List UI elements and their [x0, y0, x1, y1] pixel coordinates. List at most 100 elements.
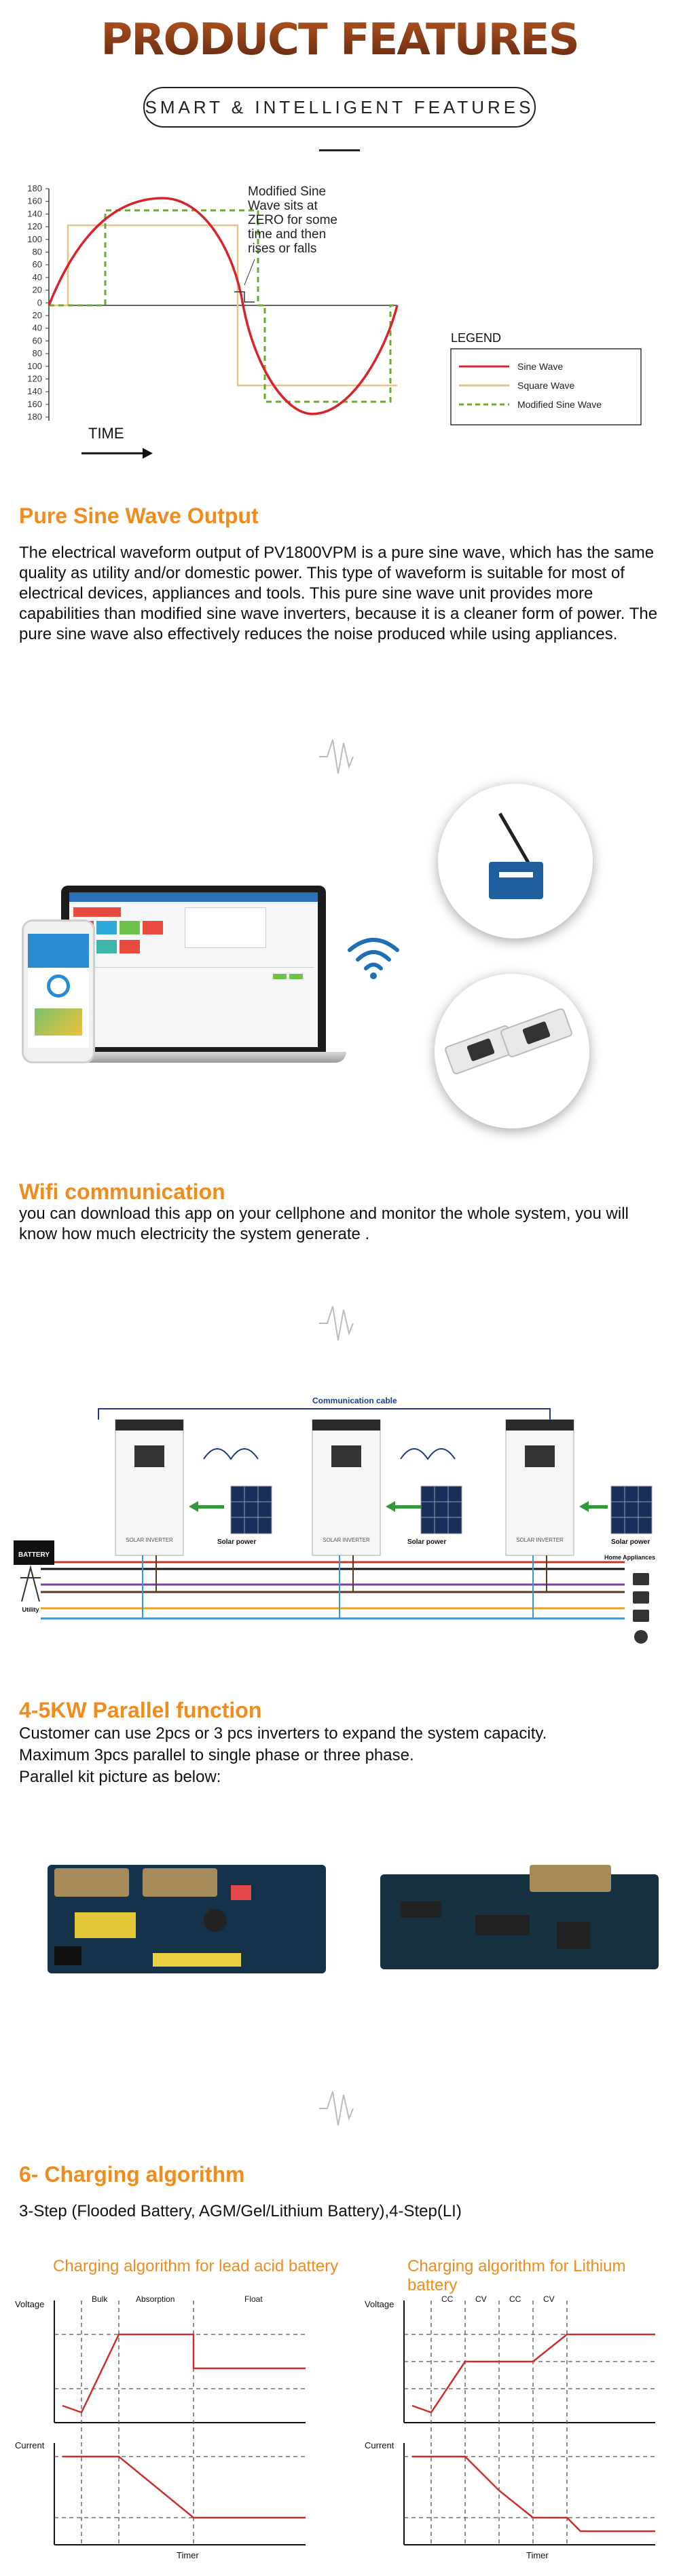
svg-text:Timer: Timer [526, 2550, 549, 2560]
annotation-line: time and then [248, 227, 326, 242]
home-appliance-icons [633, 1573, 649, 1644]
svg-text:SOLAR INVERTER: SOLAR INVERTER [516, 1537, 564, 1543]
svg-text:Solar power: Solar power [407, 1538, 446, 1546]
wifi-module-card [438, 784, 593, 939]
header-connector [54, 1946, 81, 1965]
solar-flow-arrows [189, 1501, 608, 1512]
y-tick-label: 80 [33, 348, 42, 358]
svg-text:Timer: Timer [177, 2550, 199, 2560]
laptop-base [41, 1052, 346, 1063]
section-divider-2 [81, 1306, 598, 1341]
svg-text:Utility: Utility [22, 1606, 39, 1613]
charging-section-body: 3-Step (Flooded Battery, AGM/Gel/Lithium… [19, 2202, 462, 2220]
sine-wave-line [48, 197, 399, 415]
wifi-module-box [489, 862, 543, 899]
communication-cable [98, 1408, 551, 1420]
svg-text:SOLAR INVERTER: SOLAR INVERTER [126, 1537, 173, 1543]
parallel-section-line-2: Maximum 3pcs parallel to single phase or… [19, 1746, 414, 1764]
charging-section-heading: 6- Charging algorithm [19, 2162, 245, 2186]
section-divider-1 [81, 739, 598, 774]
inverter-2: SOLAR INVERTER [312, 1419, 381, 1556]
annotation-pointer [244, 259, 255, 286]
parallel-section-line-3: Parallel kit picture as below: [19, 1768, 221, 1786]
parallel-diagram: Communication cable SOLAR INVERTER SOLAR… [14, 1396, 655, 1644]
lithium-current-curve [412, 2455, 655, 2533]
y-tick-label: 20 [33, 285, 42, 295]
annotation-line: ZERO for some [248, 213, 337, 227]
y-tick-label: 80 [33, 247, 42, 257]
y-tick-label: 60 [33, 335, 42, 345]
lead-acid-voltage-curve [62, 2333, 306, 2414]
legend-label: Square Wave [517, 380, 575, 391]
annotation-line: Modified Sine [248, 185, 326, 199]
subtitle-badge: SMART & INTELLIGENT FEATURES [143, 87, 536, 128]
db-connector-2 [143, 1868, 217, 1897]
time-axis-label: TIME [88, 425, 124, 442]
antenna-icon [498, 812, 530, 865]
title-divider [319, 149, 360, 151]
lead-acid-current-curve [62, 2455, 306, 2519]
label-sticker [75, 1912, 136, 1938]
legend-box [450, 348, 642, 425]
svg-text:Absorption: Absorption [136, 2294, 175, 2304]
utility-tower-icon: Utility [20, 1565, 41, 1613]
y-tick-label: 20 [33, 310, 42, 320]
y-tick-label: 40 [33, 272, 42, 282]
lead-acid-charging-chart: Voltage Current Timer Bulk Absorption Fl… [15, 2294, 306, 2560]
legend-label: Sine Wave [517, 361, 563, 372]
solar-panel-2: Solar power [407, 1485, 462, 1546]
section-divider-3 [81, 2091, 598, 2126]
legend-title: LEGEND [451, 331, 501, 345]
serial-sticker [153, 1953, 241, 1967]
svg-text:Current: Current [365, 2440, 394, 2450]
y-tick-label: 140 [27, 208, 42, 219]
time-arrowhead-icon [143, 448, 153, 459]
db-connector-3 [530, 1865, 611, 1892]
phone-image [22, 920, 95, 1063]
lithium-voltage-curve [411, 2333, 655, 2414]
y-tick-label: 140 [27, 386, 42, 396]
communication-cable-label: Communication cable [312, 1396, 397, 1405]
power-bus-lines [41, 1555, 625, 1620]
modified-sine-wave-line [49, 209, 397, 403]
page-title: PRODUCT FEATURES [0, 15, 679, 65]
y-tick-label: 120 [27, 221, 42, 231]
lithium-charging-chart: Voltage Current Timer CC CV CC CV [365, 2294, 655, 2560]
wifi-icon [348, 938, 399, 979]
y-tick-label: 0 [37, 297, 42, 307]
parallel-cable-2 [400, 1448, 456, 1460]
svg-text:BATTERY: BATTERY [18, 1551, 50, 1559]
waveform-diagram: 1801601401201008060402002040608010012014… [27, 183, 642, 459]
y-tick-label: 160 [27, 399, 42, 409]
app-topbar [69, 892, 318, 902]
parallel-kit-board-1 [48, 1865, 326, 1973]
phone-screen [28, 934, 89, 1048]
svg-text:CV: CV [543, 2294, 555, 2304]
battery-icon: BATTERY [14, 1540, 54, 1565]
inverter-1: SOLAR INVERTER [115, 1419, 184, 1556]
annotation-line: rises or falls [248, 242, 316, 256]
svg-text:CV: CV [475, 2294, 487, 2304]
svg-text:Solar power: Solar power [611, 1538, 650, 1546]
y-tick-label: 180 [27, 412, 42, 422]
annotation-marker [234, 291, 255, 303]
usb-dongle-card [435, 974, 589, 1129]
svg-text:Current: Current [15, 2440, 45, 2450]
sine-section-body: The electrical waveform output of PV1800… [19, 544, 658, 643]
laptop-image [61, 886, 326, 1052]
svg-text:Float: Float [244, 2294, 263, 2304]
y-tick-label: 120 [27, 374, 42, 384]
usb-dongle-2 [499, 1007, 574, 1059]
parallel-kit-board-2 [380, 1865, 659, 1969]
y-tick-label: 160 [27, 196, 42, 206]
y-tick-label: 100 [27, 234, 42, 244]
svg-text:Solar power: Solar power [217, 1538, 256, 1546]
inverter-3: SOLAR INVERTER [505, 1419, 574, 1556]
svg-text:CC: CC [441, 2294, 454, 2304]
wifi-section-heading: Wifi communication [19, 1179, 225, 1204]
annotation-line: Wave sits at [248, 199, 318, 213]
svg-text:Voltage: Voltage [15, 2299, 44, 2309]
wifi-section-body: you can download this app on your cellph… [19, 1205, 629, 1243]
y-tick-label: 100 [27, 361, 42, 371]
y-tick-label: 40 [33, 323, 42, 333]
